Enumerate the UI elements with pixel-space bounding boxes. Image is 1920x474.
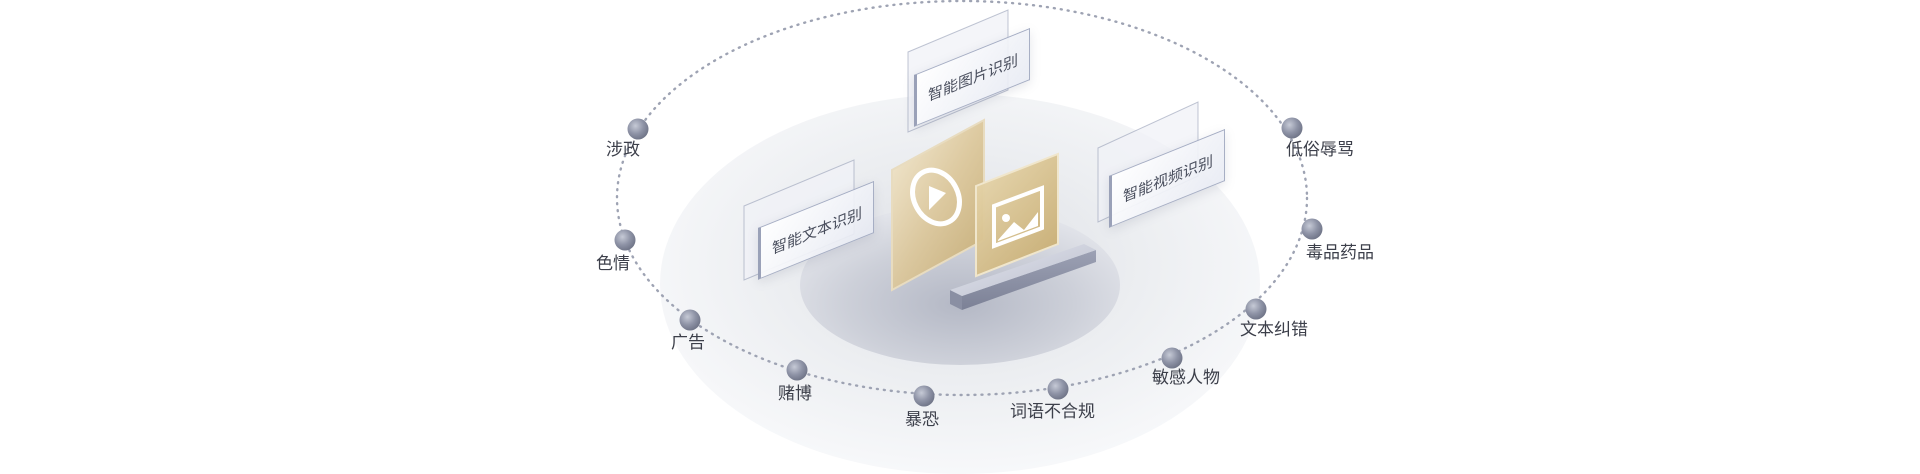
image-panel bbox=[975, 152, 1059, 278]
node-jiucuo bbox=[1245, 298, 1267, 320]
node-disu bbox=[1281, 117, 1303, 139]
play-icon bbox=[910, 167, 962, 227]
node-mingan bbox=[1161, 347, 1183, 369]
node-dupin bbox=[1301, 218, 1323, 240]
label-dupin: 毒品药品 bbox=[1306, 243, 1374, 263]
label-jiucuo: 文本纠错 bbox=[1240, 320, 1308, 340]
node-dubo bbox=[786, 359, 808, 381]
label-shezheng: 涉政 bbox=[606, 140, 640, 160]
label-ciyu: 词语不合规 bbox=[1010, 402, 1095, 422]
device-platform bbox=[950, 244, 1096, 310]
node-baokong bbox=[913, 385, 935, 407]
image-icon bbox=[992, 185, 1044, 249]
label-mingan: 敏感人物 bbox=[1152, 368, 1220, 388]
label-dubo: 赌博 bbox=[778, 384, 812, 404]
label-seqing: 色情 bbox=[596, 254, 630, 274]
orbit-ring bbox=[615, 0, 1309, 397]
node-seqing bbox=[614, 229, 636, 251]
node-group bbox=[614, 117, 1323, 407]
label-guanggao: 广告 bbox=[671, 333, 705, 353]
node-ciyu bbox=[1047, 378, 1069, 400]
label-disu: 低俗辱骂 bbox=[1286, 140, 1354, 160]
label-baokong: 暴恐 bbox=[905, 410, 939, 430]
node-shezheng bbox=[627, 118, 649, 140]
node-guanggao bbox=[679, 309, 701, 331]
